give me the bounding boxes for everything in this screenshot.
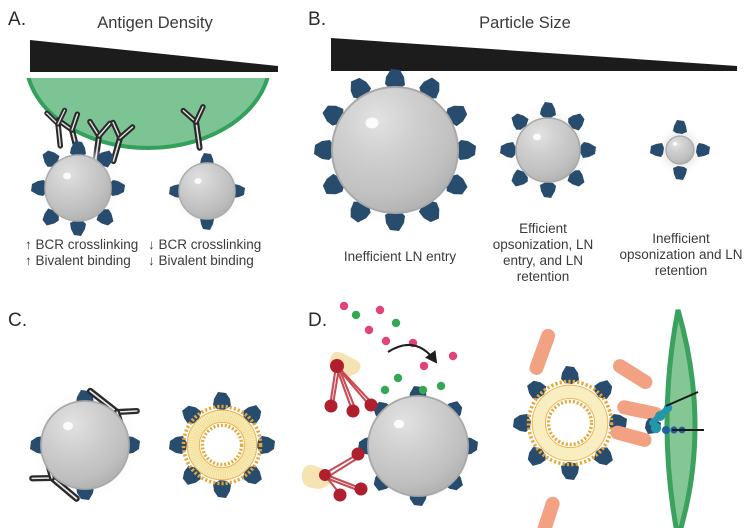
panel-b-graphics	[314, 69, 710, 231]
c3b-proteins	[529, 328, 663, 528]
caption-line: entry, and LN	[502, 253, 584, 268]
liposome-opsonized-c3b	[513, 328, 663, 528]
caption-line: retention	[654, 263, 708, 278]
panel-a-caption-left: ↑ BCR crosslinking ↑ Bivalent binding	[25, 237, 155, 269]
panel-b-caption-small: Inefficient opsonization and LN retentio…	[617, 231, 745, 279]
b-cell-membrane	[26, 78, 270, 150]
caption-line: Inefficient LN entry	[343, 249, 457, 264]
caption-line: ↑ BCR crosslinking	[25, 237, 139, 252]
antigen-density-wedge	[30, 40, 278, 72]
caption-line: retention	[516, 269, 570, 284]
medium-particle	[500, 102, 596, 198]
large-particle	[314, 69, 476, 231]
bcr-antibody-group-left	[44, 107, 136, 165]
panel-a-title: Antigen Density	[97, 14, 213, 32]
panel-d-letter: D.	[308, 310, 328, 331]
solid-nanoparticle-with-antibodies	[28, 387, 142, 502]
panel-b-caption-medium: Efficient opsonization, LN entry, and LN…	[483, 221, 603, 285]
panel-b-letter: B.	[308, 9, 327, 30]
c1q-complex-upper	[324, 352, 378, 418]
released-anaphylatoxin-dots	[339, 301, 458, 395]
caption-line: ↓ Bivalent binding	[148, 253, 254, 268]
complement-receptor-cr2	[645, 391, 704, 434]
curved-release-arrow	[387, 343, 438, 364]
follicular-dendritic-cell	[664, 309, 698, 528]
small-particle	[650, 120, 710, 180]
panel-d-graphics	[301, 301, 704, 528]
high-antigen-density-particle	[31, 141, 125, 236]
low-antigen-density-particle	[168, 152, 246, 230]
c1q-complex-lower	[301, 447, 368, 502]
panel-b-title: Particle Size	[479, 14, 571, 32]
panel-b-caption-large: Inefficient LN entry	[325, 249, 475, 265]
panel-c-letter: C.	[8, 310, 28, 331]
particle-size-wedge	[331, 38, 737, 71]
caption-line: ↑ Bivalent binding	[25, 253, 131, 268]
nanoparticle-complement-activation	[301, 301, 480, 508]
caption-line: opsonization, LN	[492, 237, 594, 252]
liposome-with-antigens	[169, 392, 275, 498]
caption-line: Inefficient	[652, 231, 710, 246]
panel-c-graphics	[28, 387, 275, 502]
bcr-antibody-group-right	[180, 104, 206, 151]
caption-line: opsonization and LN	[619, 247, 743, 262]
caption-line: ↓ BCR crosslinking	[148, 237, 262, 252]
panel-a-letter: A.	[8, 9, 27, 30]
panel-a-caption-right: ↓ BCR crosslinking ↓ Bivalent binding	[148, 237, 288, 269]
panel-a-graphics	[26, 78, 270, 236]
caption-line: Efficient	[519, 221, 567, 236]
